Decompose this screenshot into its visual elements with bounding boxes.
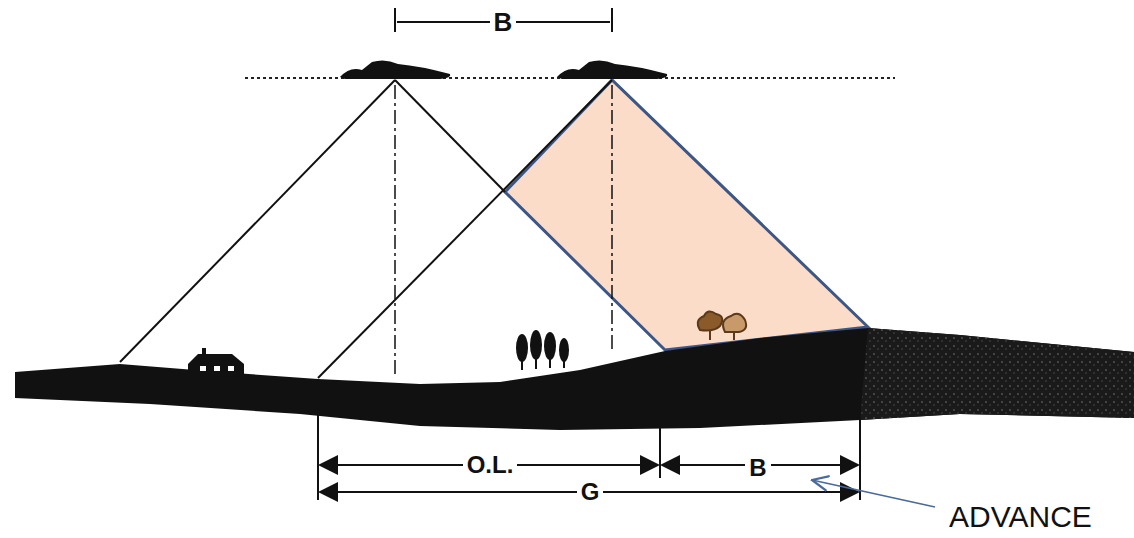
trees xyxy=(516,330,569,370)
aircraft xyxy=(340,60,667,79)
camera-cones xyxy=(120,80,612,378)
ground-coverage-label: G xyxy=(577,479,604,505)
advance-label: ADVANCE xyxy=(945,501,1096,533)
leader-line xyxy=(812,480,935,507)
base-dimension-label: B xyxy=(490,8,517,36)
house xyxy=(188,348,244,378)
base-dimension-label: B xyxy=(745,455,770,481)
plumb-lines xyxy=(395,85,612,378)
advance-region xyxy=(505,80,868,350)
dimension-lines xyxy=(318,330,860,500)
bushes xyxy=(698,311,746,340)
overlap-dimension-label: O.L. xyxy=(463,452,518,478)
ground xyxy=(15,328,1134,430)
